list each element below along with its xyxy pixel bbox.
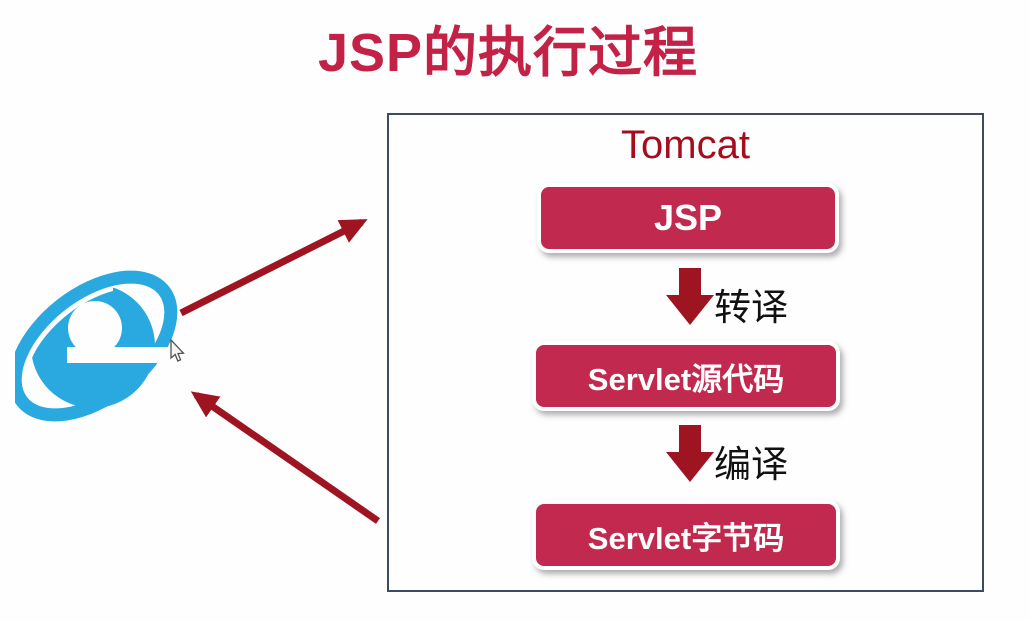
mouse-cursor-icon: [170, 339, 185, 362]
node-servlet-source: Servlet源代码: [532, 341, 840, 411]
response-arrow: [190, 391, 380, 524]
request-arrow: [179, 218, 368, 317]
cursor-arrow: [170, 339, 185, 362]
node-jsp: JSP: [537, 183, 839, 253]
down-arrow-shape: [666, 425, 714, 482]
tomcat-label: Tomcat: [621, 123, 750, 167]
ie-swoosh: [15, 270, 113, 368]
ie-e-bar: [67, 347, 187, 363]
ie-e-counter: [68, 301, 122, 355]
internet-explorer-icon: [15, 265, 187, 422]
page-title: JSP的执行过程: [317, 23, 699, 83]
down-arrow-icon: [666, 268, 714, 325]
down-arrow-icon: [666, 425, 714, 482]
node-servlet-bytecode: Servlet字节码: [532, 500, 840, 570]
step-label-translate: 转译: [714, 287, 788, 328]
step-label-compile: 编译: [714, 444, 788, 485]
down-arrow-shape: [666, 268, 714, 325]
tomcat-box: Tomcat JSP 转译 Servlet源代码 编译 Servlet字节码: [387, 113, 984, 592]
